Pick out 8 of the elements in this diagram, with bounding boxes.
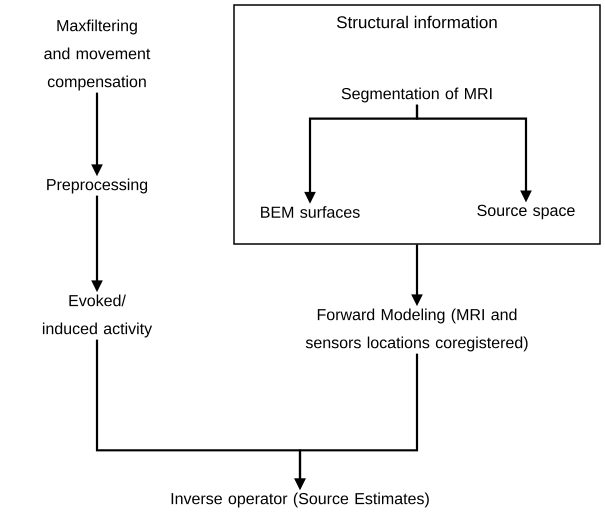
step-label: Segmentation of MRI <box>342 88 492 102</box>
step-label: Inverse operator (Source Estimates) <box>172 492 429 508</box>
step-label: Preprocessing <box>47 178 148 194</box>
step-label: BEM surfaces <box>261 206 360 218</box>
step-label: Forward Modeling (MRI and sensors locations coregistered) <box>306 308 528 352</box>
step-label: Source space <box>477 204 575 220</box>
step-label: Evoked/ induced activity <box>42 294 152 338</box>
step-label: Maxfiltering and movement compensation <box>44 20 150 90</box>
